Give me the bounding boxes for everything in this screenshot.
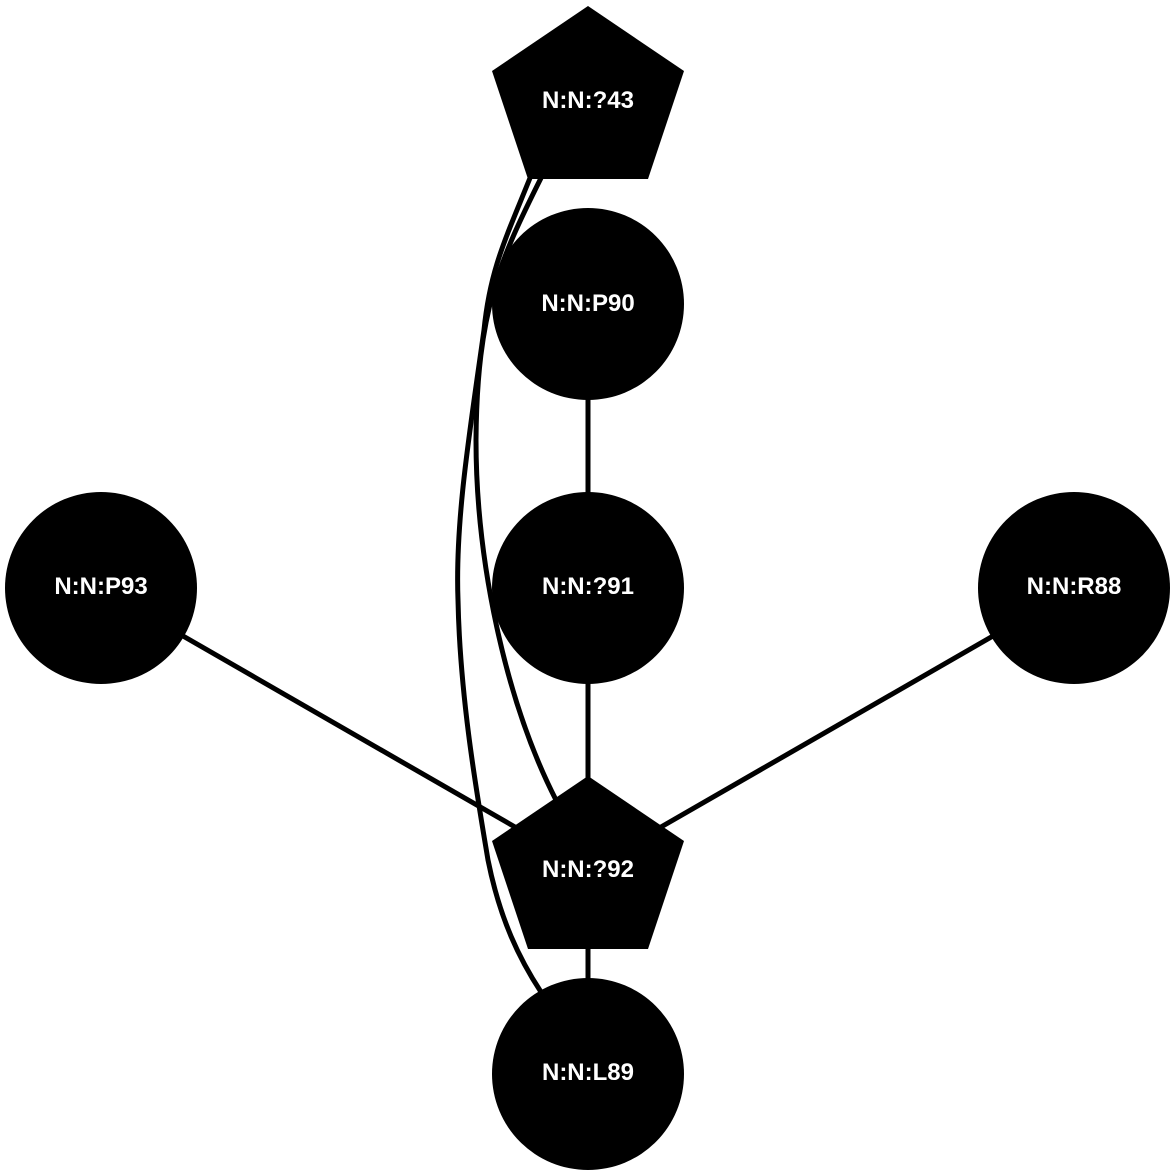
node-n90[interactable]: N:N:P90 [492,208,684,400]
circle-shape [492,978,684,1170]
edge-n93-n92 [181,633,517,830]
edge-n88-n92 [659,633,995,830]
node-n88[interactable]: N:N:R88 [978,492,1170,684]
node-n89[interactable]: N:N:L89 [492,978,684,1170]
pentagon-shape [492,6,684,179]
node-label: N:N:?91 [542,573,634,600]
circle-shape [492,492,684,684]
circle-shape [492,208,684,400]
node-label: N:N:P93 [54,573,147,600]
pentagon-shape [492,776,684,949]
node-label: N:N:?43 [542,87,634,114]
node-n92[interactable]: N:N:?92 [492,776,684,949]
circle-shape [5,492,197,684]
circle-shape [978,492,1170,684]
edge-n43-n89 [455,177,544,994]
node-n43[interactable]: N:N:?43 [492,6,684,179]
node-n93[interactable]: N:N:P93 [5,492,197,684]
node-label: N:N:?92 [542,856,634,883]
node-label: N:N:R88 [1027,573,1122,600]
node-label: N:N:P90 [541,290,634,317]
node-n91[interactable]: N:N:?91 [492,492,684,684]
node-label: N:N:L89 [542,1059,634,1086]
